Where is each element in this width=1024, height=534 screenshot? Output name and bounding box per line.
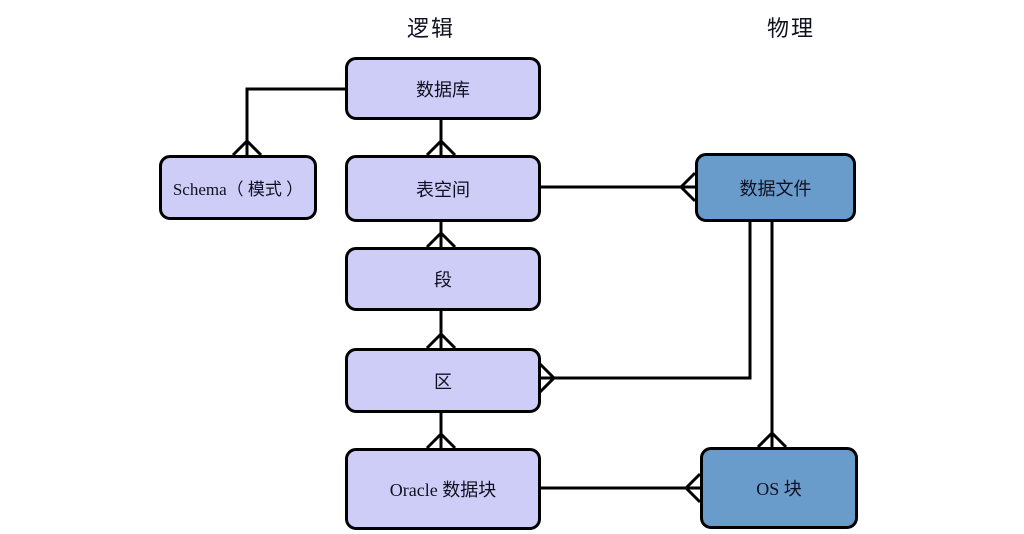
node-oracle-block: Oracle 数据块	[345, 448, 541, 530]
node-label: 区	[434, 371, 452, 392]
node-database: 数据库	[345, 57, 541, 120]
edge-extent-oracle-block	[425, 412, 457, 450]
column-header-logical: 逻辑	[407, 16, 456, 41]
edge-datafile-extent	[538, 221, 752, 394]
edge-tablespace-datafile	[539, 171, 697, 203]
node-schema: Schema（ 模式 ）	[159, 155, 317, 220]
column-header-physical: 物理	[767, 16, 816, 41]
node-label: 表空间	[416, 179, 470, 200]
node-label: 段	[434, 270, 452, 290]
edge-database-schema	[231, 87, 347, 157]
node-tablespace: 表空间	[345, 155, 541, 222]
node-label: 数据库	[416, 79, 470, 100]
edge-datafile-os-block	[756, 221, 788, 449]
node-segment: 段	[345, 247, 541, 311]
node-datafile: 数据文件	[695, 153, 856, 222]
edge-segment-extent	[425, 310, 457, 350]
node-label: Schema（ 模式 ）	[172, 180, 304, 199]
edge-tablespace-segment	[425, 221, 457, 249]
edge-oracle-block-os-block	[539, 472, 702, 504]
node-os-block: OS 块	[700, 447, 858, 529]
node-extent: 区	[345, 348, 541, 413]
node-label: 数据文件	[739, 178, 812, 199]
node-label: Oracle 数据块	[389, 480, 497, 500]
edge-database-tablespace	[425, 119, 457, 157]
node-label: OS 块	[756, 479, 802, 499]
